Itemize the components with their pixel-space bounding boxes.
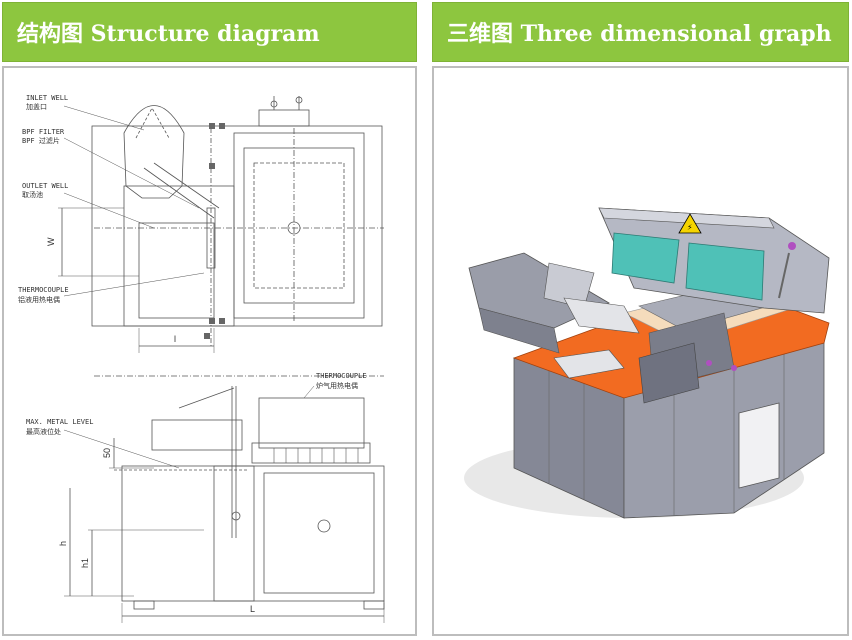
furnace-3d-illustration: ⚡	[464, 207, 830, 519]
label-inlet-well: INLET WELL	[26, 94, 68, 102]
label-thermocouple: THERMOCOUPLE	[18, 286, 69, 294]
structure-diagram-header: 结构图 Structure diagram	[2, 2, 417, 62]
dim-L: L	[250, 604, 255, 614]
label-max-metal-level: MAX. METAL LEVEL	[26, 418, 93, 426]
label-bpf-filter: BPF FILTER	[22, 128, 65, 136]
dim-h1: h1	[80, 558, 90, 568]
structure-diagram-title: 结构图 Structure diagram	[17, 21, 320, 47]
structure-diagram-panel: INLET WELL 加盖口 BPF FILTER BPF 过滤片 OUTLET…	[2, 66, 417, 636]
dim-50: 50	[102, 448, 112, 458]
label-thermocouple-2-cn: 炉气用热电偶	[316, 381, 358, 390]
label-outlet-well: OUTLET WELL	[22, 182, 68, 190]
three-dimensional-graph-title: 三维图 Three dimensional graph	[447, 21, 832, 47]
label-thermocouple-cn: 铝液用热电偶	[18, 295, 60, 304]
label-inlet-well-cn: 加盖口	[26, 102, 47, 111]
dim-l: l	[174, 334, 176, 344]
label-outlet-well-cn: 取汤池	[22, 190, 43, 199]
label-bpf-filter-cn: BPF 过滤片	[22, 136, 60, 145]
warning-icon: ⚡	[687, 223, 693, 232]
label-max-metal-level-cn: 最高液位处	[26, 427, 61, 436]
dim-w: W	[46, 237, 56, 246]
structure-diagram-drawing: INLET WELL 加盖口 BPF FILTER BPF 过滤片 OUTLET…	[18, 94, 385, 623]
three-dimensional-graph-panel: ⚡	[432, 66, 849, 636]
dim-h: h	[58, 541, 68, 546]
three-dimensional-graph-header: 三维图 Three dimensional graph	[432, 2, 849, 62]
label-thermocouple-2: THERMOCOUPLE	[316, 372, 367, 380]
